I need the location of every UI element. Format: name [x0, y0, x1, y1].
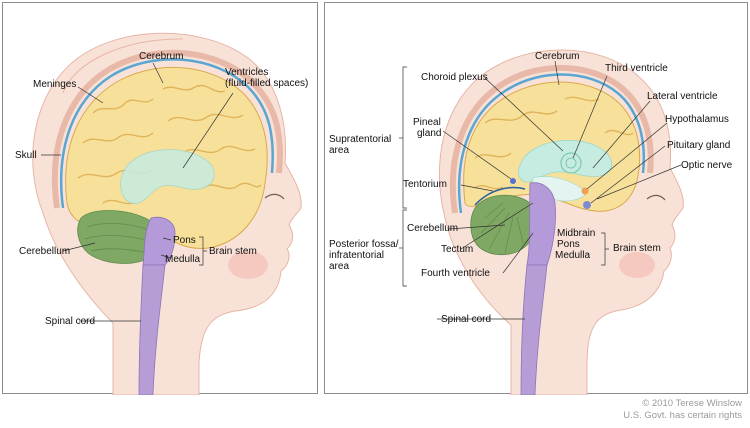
label-cerebellum: Cerebellum — [19, 246, 71, 257]
third-ventricle-swirl — [560, 152, 582, 174]
pineal-marker — [510, 178, 516, 184]
tentorium-line — [474, 186, 526, 206]
left-brain-illustration — [32, 32, 302, 395]
label-spinal-cord: Spinal cord — [45, 316, 96, 327]
label-pineal-line2: gland — [417, 128, 442, 139]
label-tentorium: Tentorium — [403, 179, 447, 190]
label-tectum: Tectum — [441, 244, 474, 255]
right-brain-illustration — [399, 49, 684, 395]
label-hypothalamus: Hypothalamus — [665, 114, 729, 125]
label-brain-stem: Brain stem — [209, 246, 257, 257]
cheek-blush — [619, 252, 655, 278]
label-skull: Skull — [15, 150, 37, 161]
skull-layer — [449, 64, 654, 214]
label-posterior-line1: Posterior fossa/ — [329, 239, 399, 250]
label-pons: Pons — [557, 239, 580, 250]
cerebrum-gyri — [474, 96, 634, 190]
label-cerebrum: Cerebrum — [139, 51, 184, 62]
label-cerebrum: Cerebrum — [535, 51, 580, 62]
pituitary-marker — [583, 201, 591, 209]
label-choroid-plexus: Choroid plexus — [421, 72, 488, 83]
label-optic-nerve: Optic nerve — [681, 160, 733, 171]
hypothalamus-marker — [581, 187, 589, 195]
cerebrum-gyri — [77, 84, 262, 205]
right-leader-lines — [437, 60, 682, 320]
label-pineal-line1: Pineal — [413, 117, 441, 128]
label-cerebellum: Cerebellum — [407, 223, 459, 234]
brain-stem-shape — [526, 182, 556, 266]
label-meninges: Meninges — [33, 79, 77, 90]
label-lateral-ventricle: Lateral ventricle — [647, 91, 718, 102]
label-fourth-ventricle: Fourth ventricle — [421, 268, 490, 279]
label-midbrain: Midbrain — [557, 228, 596, 239]
label-medulla: Medulla — [165, 254, 201, 265]
meninges-layer — [59, 58, 274, 209]
label-third-ventricle: Third ventricle — [605, 63, 668, 74]
cheek-blush — [228, 251, 268, 279]
label-ventricles: Ventricles — [225, 67, 269, 78]
label-pituitary-gland: Pituitary gland — [667, 140, 731, 151]
label-medulla: Medulla — [555, 250, 591, 261]
label-posterior-line3: area — [329, 261, 350, 272]
left-panel-brain-overview: Cerebrum Ventricles (fluid-filled spaces… — [2, 2, 318, 395]
credit-line2: U.S. Govt. has certain rights — [623, 410, 742, 421]
skull-layer — [51, 49, 283, 209]
label-spinal-cord: Spinal cord — [441, 314, 492, 325]
ventricles-shape — [120, 149, 215, 205]
brain-stem-shape — [142, 216, 176, 266]
credit-line1: © 2010 Terese Winslow — [642, 398, 742, 409]
label-pons: Pons — [173, 235, 196, 246]
area-brackets — [399, 66, 609, 287]
label-ventricles-note: (fluid-filled spaces) — [225, 78, 309, 89]
meninges-layer — [457, 73, 646, 214]
eye — [264, 193, 285, 200]
label-posterior-line2: infratentorial — [329, 250, 385, 261]
label-supratentorial-line1: Supratentorial — [329, 134, 392, 145]
spinal-cord-shape — [520, 264, 548, 395]
spinal-cord-shape — [138, 264, 166, 395]
label-supratentorial-line2: area — [329, 145, 350, 156]
left-leader-lines — [41, 62, 234, 322]
eye — [646, 194, 666, 201]
label-brain-stem: Brain stem — [613, 243, 661, 254]
right-panel-brain-sagittal: Cerebrum Third ventricle Choroid plexus … — [324, 2, 748, 395]
